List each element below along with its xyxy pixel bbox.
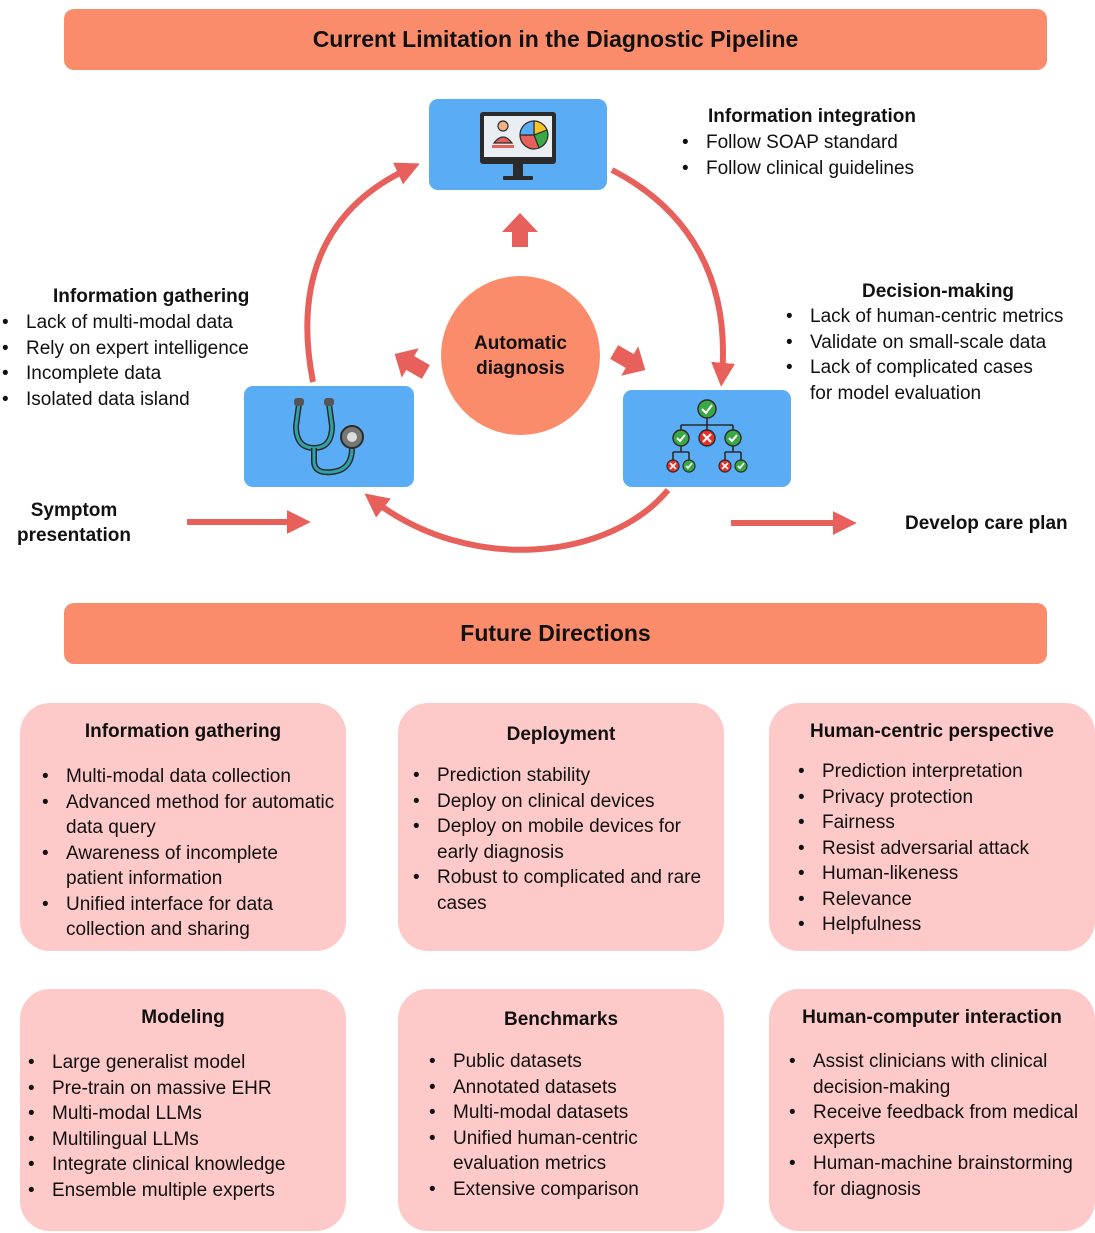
list-item: Public datasets xyxy=(427,1049,717,1075)
card-deployment: Deployment Prediction stability Deploy o… xyxy=(398,703,724,951)
center-line1: Automatic xyxy=(474,332,567,354)
monitor-chart-icon xyxy=(480,112,556,180)
symptom-line2: presentation xyxy=(16,525,132,546)
list-item: Integrate clinical knowledge xyxy=(26,1152,336,1178)
cycle-arrows xyxy=(187,162,857,553)
list-item: Unified human-centric evaluation metrics xyxy=(427,1126,717,1177)
list-item: Follow SOAP standard xyxy=(680,130,914,156)
card-benchmarks: Benchmarks Public datasets Annotated dat… xyxy=(398,989,724,1231)
list-item: Multilingual LLMs xyxy=(26,1127,336,1153)
card-list: Multi-modal data collection Advanced met… xyxy=(40,764,340,943)
list-item: Annotated datasets xyxy=(427,1075,717,1101)
list-item: Extensive comparison xyxy=(427,1177,717,1203)
integration-heading: Information integration xyxy=(708,106,916,127)
list-item: Deploy on clinical devices xyxy=(411,789,711,815)
arc-decision-to-gathering xyxy=(364,488,671,553)
card-human-centric: Human-centric perspective Prediction int… xyxy=(769,703,1095,951)
integration-list: Follow SOAP standard Follow clinical gui… xyxy=(680,130,914,181)
card-title: Deployment xyxy=(506,724,616,745)
list-item: Isolated data island xyxy=(0,387,249,413)
list-item: Human-likeness xyxy=(796,861,1086,887)
center-line2: diagnosis xyxy=(476,357,565,379)
list-item: Resist adversarial attack xyxy=(796,836,1086,862)
gathering-list: Lack of multi-modal data Rely on expert … xyxy=(0,310,249,412)
list-item: Multi-modal datasets xyxy=(427,1100,717,1126)
list-item: Incomplete data xyxy=(0,361,249,387)
list-item: Fairness xyxy=(796,810,1086,836)
card-modeling: Modeling Large generalist model Pre-trai… xyxy=(20,989,346,1231)
list-item: Prediction interpretation xyxy=(796,759,1086,785)
gathering-icon-box xyxy=(244,386,414,487)
list-item: Unified interface for data collection an… xyxy=(40,892,340,943)
center-left-arrow xyxy=(394,348,430,379)
list-item: Lack of human-centric metrics xyxy=(784,304,1063,330)
list-item: Validate on small-scale data xyxy=(784,330,1063,356)
list-item-continued: for model evaluation xyxy=(810,382,982,404)
list-item: Large generalist model xyxy=(26,1050,336,1076)
card-title: Modeling xyxy=(141,1007,225,1028)
list-item: Awareness of incomplete patient informat… xyxy=(40,841,340,892)
arc-gathering-to-integration xyxy=(304,162,420,383)
stethoscope-icon xyxy=(292,398,364,476)
list-item: Human-machine brainstorming for diagnosi… xyxy=(787,1151,1087,1202)
card-list: Large generalist model Pre-train on mass… xyxy=(26,1050,336,1203)
list-item: Privacy protection xyxy=(796,785,1086,811)
card-title: Human-computer interaction xyxy=(802,1007,1062,1028)
integration-icon-box xyxy=(429,99,607,190)
card-human-computer-interaction: Human-computer interaction Assist clinic… xyxy=(769,989,1095,1231)
list-item: Lack of multi-modal data xyxy=(0,310,249,336)
list-item: Helpfulness xyxy=(796,912,1086,938)
decision-tree-icon xyxy=(666,399,748,473)
list-item: Multi-modal data collection xyxy=(40,764,340,790)
future-banner: Future Directions xyxy=(64,603,1047,664)
list-item: Pre-train on massive EHR xyxy=(26,1076,336,1102)
card-list: Prediction stability Deploy on clinical … xyxy=(411,763,711,916)
list-item: Receive feedback from medical experts xyxy=(787,1100,1087,1151)
limitation-banner: Current Limitation in the Diagnostic Pip… xyxy=(64,9,1047,70)
card-list: Assist clinicians with clinical decision… xyxy=(787,1049,1087,1202)
list-item: Deploy on mobile devices for early diagn… xyxy=(411,814,711,865)
symptom-line1: Symptom xyxy=(30,500,118,521)
card-information-gathering: Information gathering Multi-modal data c… xyxy=(20,703,346,951)
decision-icon-box xyxy=(623,390,791,487)
card-title: Information gathering xyxy=(84,721,282,742)
list-item: Robust to complicated and rare cases xyxy=(411,865,711,916)
list-item: Advanced method for automatic data query xyxy=(40,790,340,841)
list-item: Ensemble multiple experts xyxy=(26,1178,336,1204)
automatic-diagnosis-node: Automatic diagnosis xyxy=(441,276,600,435)
care-plan-label: Develop care plan xyxy=(905,513,1068,534)
center-up-arrow xyxy=(502,213,538,247)
decision-list: Lack of human-centric metrics Validate o… xyxy=(784,304,1063,406)
list-item: Multi-modal LLMs xyxy=(26,1101,336,1127)
card-list: Prediction interpretation Privacy protec… xyxy=(796,759,1086,938)
list-item: Rely on expert intelligence xyxy=(0,336,249,362)
gathering-heading: Information gathering xyxy=(53,286,250,307)
list-item: Follow clinical guidelines xyxy=(680,156,914,182)
card-list: Public datasets Annotated datasets Multi… xyxy=(427,1049,717,1202)
list-item: Assist clinicians with clinical decision… xyxy=(787,1049,1087,1100)
card-title: Human-centric perspective xyxy=(810,721,1054,742)
list-item: Lack of complicated cases xyxy=(784,355,1063,381)
list-item: Prediction stability xyxy=(411,763,711,789)
arc-integration-to-decision xyxy=(610,167,736,387)
symptom-label: Symptom presentation xyxy=(10,498,138,548)
decision-heading: Decision-making xyxy=(862,281,1015,302)
list-item: Relevance xyxy=(796,887,1086,913)
center-right-arrow xyxy=(610,345,646,376)
card-title: Benchmarks xyxy=(503,1009,619,1030)
